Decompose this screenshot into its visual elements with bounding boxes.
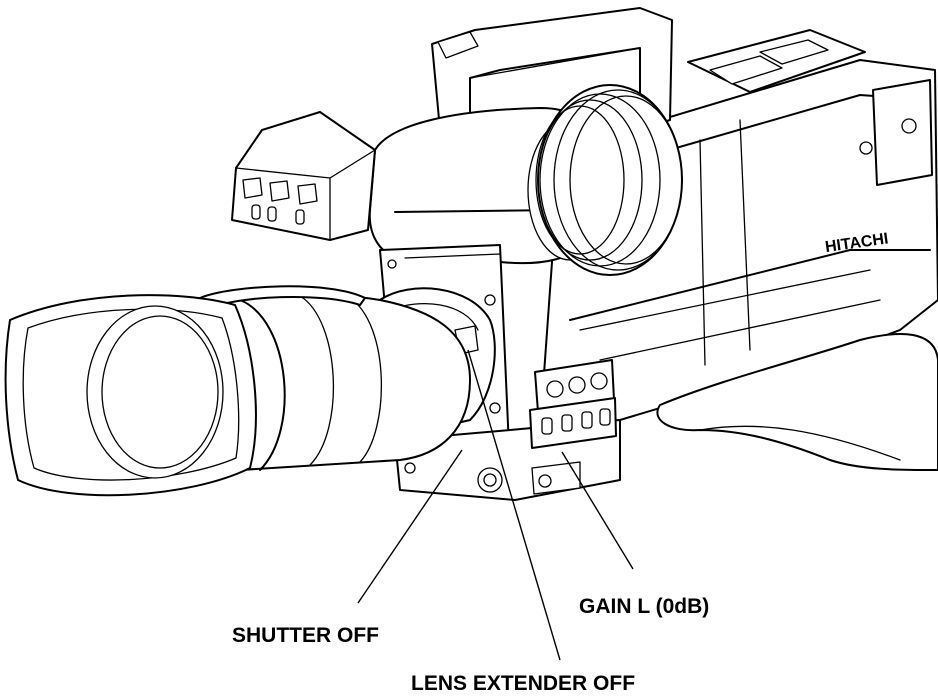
rear-panel (859, 79, 933, 186)
leader-lines (357, 349, 634, 661)
shoulder-pad (656, 333, 938, 471)
lens-hood (4, 294, 257, 497)
top-plate (687, 29, 866, 93)
leader-line-shutter (357, 449, 463, 604)
viewfinder-eyecup (535, 84, 683, 276)
callout-gain-l: GAIN L (0dB) (579, 595, 710, 618)
switch-panel (529, 359, 617, 495)
callout-shutter-off: SHUTTER OFF (232, 624, 379, 647)
leader-line-lens-extender (467, 349, 561, 661)
lens-grip (199, 285, 366, 309)
leader-line-gain (561, 451, 634, 570)
callout-lens-extender-off: LENS EXTENDER OFF (411, 672, 636, 695)
side-control-box (231, 111, 376, 241)
